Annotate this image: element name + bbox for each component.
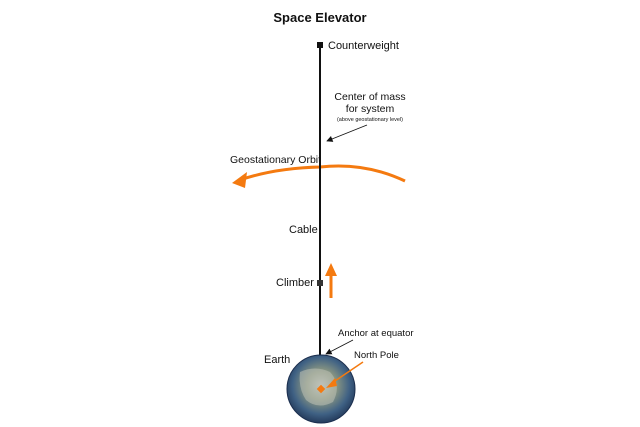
counterweight-marker <box>317 42 323 48</box>
counterweight-label: Counterweight <box>328 40 399 52</box>
diagram-title: Space Elevator <box>273 10 366 25</box>
anchor-label: Anchor at equator <box>338 328 414 339</box>
geostationary-orbit-arc <box>239 164 406 183</box>
north-pole-marker <box>316 384 326 394</box>
north-pole-label: North Pole <box>354 350 399 361</box>
earth-ice-cap <box>299 368 337 406</box>
center-of-mass-note: (above geostationary level) <box>337 117 403 123</box>
climber-label: Climber <box>276 277 314 289</box>
north-pole-arrow <box>331 361 364 384</box>
center-of-mass-label-line2: for system <box>346 103 395 115</box>
center-of-mass-arrow <box>326 124 368 142</box>
earth-label: Earth <box>264 354 290 366</box>
cable-label: Cable <box>289 224 318 236</box>
north-pole-arrowhead-icon <box>326 378 337 388</box>
climber-marker <box>317 280 323 286</box>
up-arrowhead-icon <box>325 263 337 276</box>
center-of-mass-label-line1: Center of mass <box>334 91 405 103</box>
orbit-arrowhead-icon <box>232 172 247 188</box>
geostationary-orbit-label: Geostationary Orbit <box>230 154 321 166</box>
anchor-arrow <box>325 339 354 355</box>
